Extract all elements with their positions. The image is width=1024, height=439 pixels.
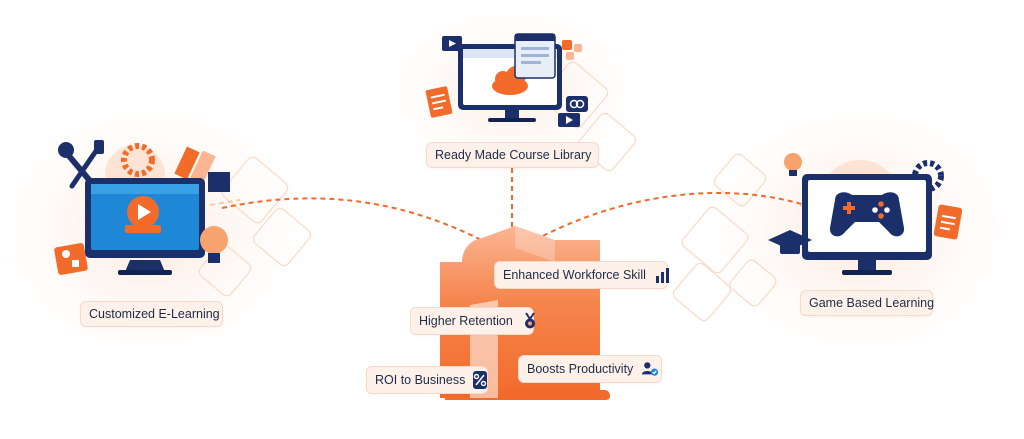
grad-cap-icon bbox=[768, 230, 812, 254]
label-text: Customized E-Learning bbox=[89, 307, 220, 321]
percent-icon bbox=[473, 371, 488, 389]
label-higher-retention: Higher Retention bbox=[410, 307, 535, 335]
course-library-illustration bbox=[425, 33, 588, 127]
users-check-icon bbox=[641, 360, 659, 378]
gear-icon bbox=[121, 143, 155, 177]
gear-icon bbox=[912, 160, 944, 192]
play-small-icon bbox=[558, 113, 580, 127]
cloud-monitor-icon bbox=[492, 66, 528, 95]
label-text: Ready Made Course Library bbox=[435, 148, 592, 162]
customized-elearning-illustration bbox=[54, 140, 230, 275]
label-roi-business: ROI to Business bbox=[366, 366, 488, 394]
connector-lines bbox=[221, 168, 806, 251]
label-text: ROI to Business bbox=[375, 373, 466, 387]
video-icon bbox=[442, 36, 462, 51]
connector-right bbox=[534, 192, 806, 241]
game-learning-illustration bbox=[768, 153, 963, 275]
label-customized-elearning: Customized E-Learning bbox=[80, 301, 223, 327]
puzzle-card-icon bbox=[54, 243, 88, 275]
bar-chart-icon bbox=[654, 266, 672, 284]
gamepad-monitor-icon bbox=[829, 192, 905, 237]
lightbulb-icon bbox=[200, 226, 228, 263]
play-monitor-icon bbox=[125, 196, 161, 233]
label-text: Higher Retention bbox=[419, 314, 513, 328]
swatch-icon bbox=[174, 146, 230, 192]
squares-icon bbox=[562, 40, 582, 60]
label-course-library: Ready Made Course Library bbox=[426, 142, 599, 168]
label-workforce-skill: Enhanced Workforce Skill bbox=[494, 261, 669, 289]
medal-icon bbox=[521, 312, 539, 330]
link-icon bbox=[566, 96, 588, 112]
label-text: Boosts Productivity bbox=[527, 362, 634, 376]
label-game-learning: Game Based Learning bbox=[800, 290, 934, 316]
label-text: Game Based Learning bbox=[809, 296, 935, 310]
label-boosts-productivity: Boosts Productivity bbox=[518, 355, 662, 383]
document-icon bbox=[425, 86, 453, 118]
lightbulb-small-icon bbox=[784, 153, 802, 176]
label-text: Enhanced Workforce Skill bbox=[503, 268, 646, 282]
connector-left bbox=[221, 197, 501, 251]
clipboard-icon bbox=[933, 204, 963, 240]
